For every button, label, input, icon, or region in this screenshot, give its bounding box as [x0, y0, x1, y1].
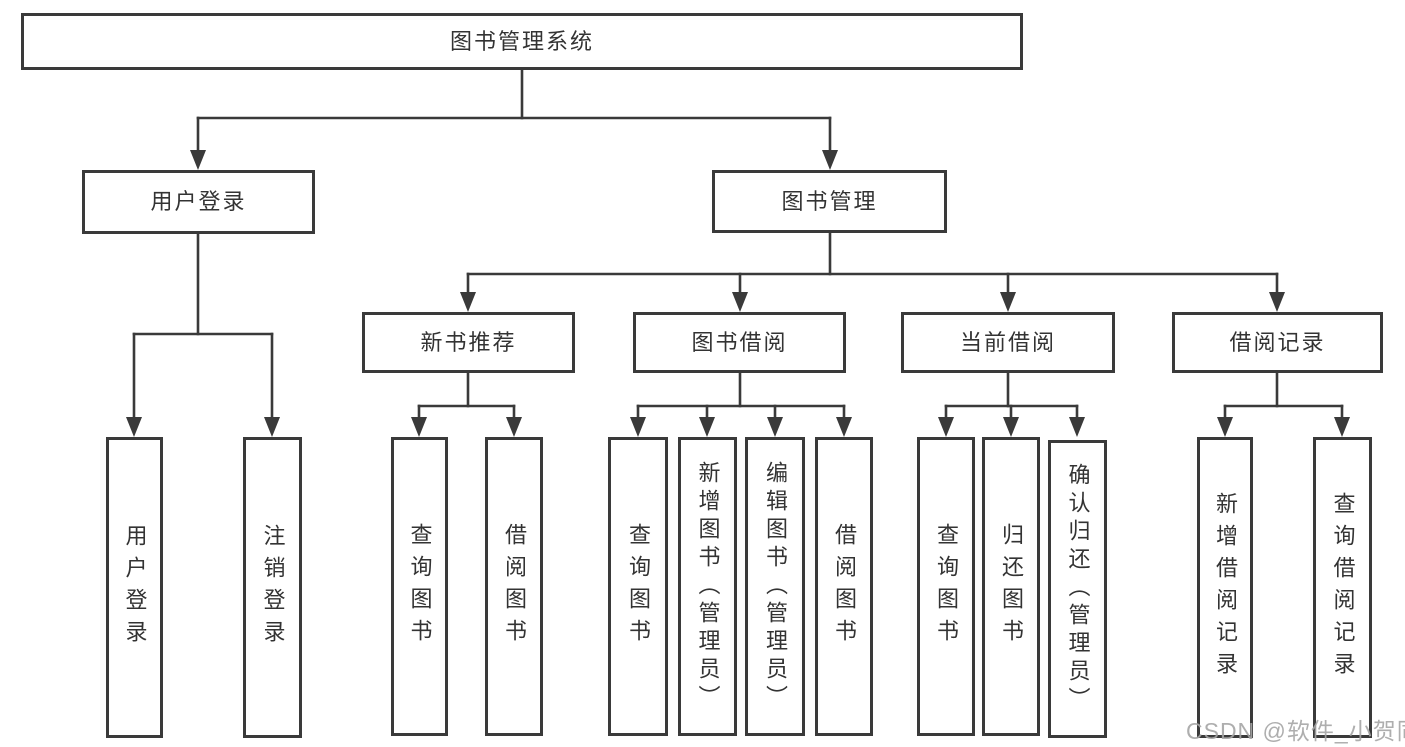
node-label: 确认归还（管理员） — [1065, 463, 1091, 715]
node-borrow-records: 借阅记录 — [1172, 312, 1383, 373]
node-logout-leaf: 注销登录 — [243, 437, 302, 738]
node-nbr-borrow-books: 借阅图书 — [485, 437, 543, 736]
node-label: 归还图书 — [999, 522, 1024, 651]
node-new-book-rec: 新书推荐 — [362, 312, 575, 373]
node-cb-confirm-return: 确认归还（管理员） — [1048, 440, 1107, 738]
node-cb-return-books: 归还图书 — [982, 437, 1040, 736]
watermark: CSDN @软件_小贺同学 — [1186, 718, 1405, 744]
node-nbr-query-books: 查询图书 — [391, 437, 448, 736]
node-user-login: 用户登录 — [82, 170, 315, 234]
node-login-leaf: 用户登录 — [106, 437, 163, 738]
node-label: 查询图书 — [407, 522, 433, 651]
node-label: 图书借阅 — [691, 329, 788, 355]
node-label: 编辑图书（管理员） — [763, 460, 788, 713]
node-label: 当前借阅 — [959, 329, 1056, 355]
node-label: 新书推荐 — [420, 329, 517, 355]
node-label: 注销登录 — [260, 523, 286, 652]
node-book-borrow: 图书借阅 — [633, 312, 846, 373]
node-label: 查询借阅记录 — [1330, 491, 1356, 684]
node-label: 查询图书 — [626, 522, 651, 651]
node-label: 用户登录 — [150, 189, 247, 214]
node-label: 新增借阅记录 — [1213, 491, 1238, 684]
node-br-query-record: 查询借阅记录 — [1313, 437, 1372, 738]
node-bb-borrow-books: 借阅图书 — [815, 437, 873, 736]
node-label: 查询图书 — [934, 522, 959, 651]
node-current-borrow: 当前借阅 — [901, 312, 1115, 373]
node-label: 新增图书（管理员） — [695, 460, 721, 713]
node-label: 图书管理系统 — [449, 28, 594, 54]
node-br-add-record: 新增借阅记录 — [1197, 437, 1253, 738]
node-book-mgmt: 图书管理 — [712, 170, 947, 233]
node-label: 借阅图书 — [832, 522, 857, 651]
node-label: 图书管理 — [781, 188, 878, 214]
node-root: 图书管理系统 — [21, 13, 1023, 70]
node-bb-edit-books: 编辑图书（管理员） — [745, 437, 805, 736]
node-bb-query-books: 查询图书 — [608, 437, 668, 736]
node-label: 借阅记录 — [1229, 329, 1326, 355]
node-label: 用户登录 — [122, 523, 148, 652]
node-cb-query-books: 查询图书 — [917, 437, 975, 736]
node-label: 借阅图书 — [502, 522, 527, 651]
node-bb-add-books: 新增图书（管理员） — [678, 437, 737, 736]
